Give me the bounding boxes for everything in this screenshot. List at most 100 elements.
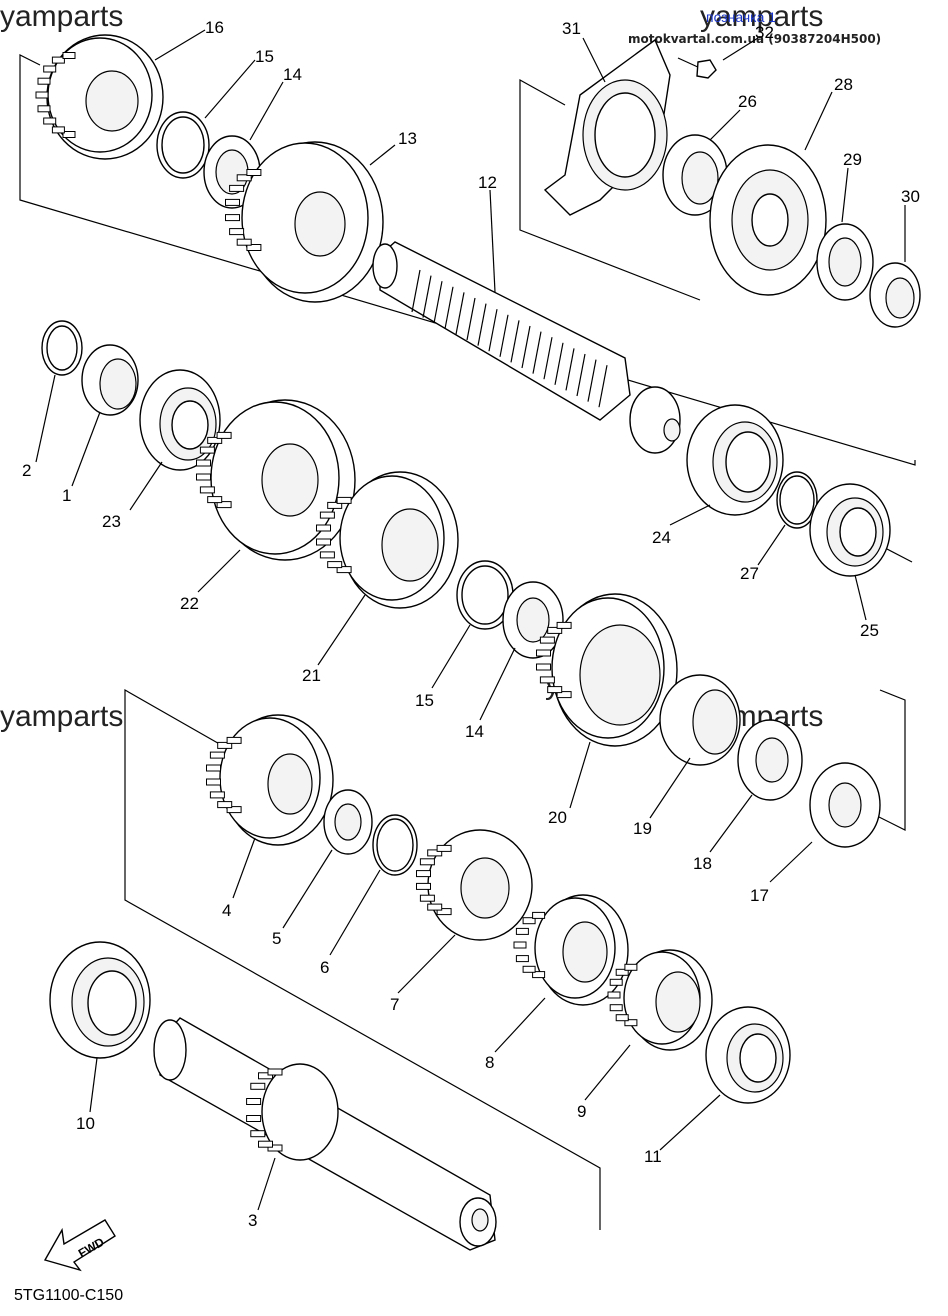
gear-tooth <box>515 927 529 935</box>
diagram-code: 5TG1100-C150 <box>14 1287 123 1304</box>
gear-tooth <box>229 184 245 192</box>
spline-line <box>543 337 553 380</box>
callout-28: 28 <box>834 75 853 94</box>
gear-tooth <box>319 511 335 519</box>
fwd-arrow-icon: FWD <box>43 1219 116 1272</box>
gear-tooth <box>624 1019 638 1027</box>
callout-3: 3 <box>248 1211 257 1230</box>
gear-tooth <box>206 764 221 772</box>
gear-tooth <box>427 903 443 911</box>
spline-line <box>598 365 608 408</box>
gear-tooth <box>250 1082 266 1090</box>
spline-line <box>499 314 509 357</box>
main-axle-12 <box>372 241 681 454</box>
collar-26 <box>662 134 728 216</box>
gear-tooth <box>316 538 331 546</box>
gear-tooth <box>267 1068 283 1076</box>
gear-tooth <box>43 117 57 125</box>
gear-tooth <box>609 978 623 986</box>
gear-tooth <box>416 882 431 890</box>
gear-tooth <box>207 496 223 504</box>
callout-14-lower: 14 <box>465 722 484 741</box>
callout-7: 7 <box>390 995 399 1014</box>
bushing-1 <box>81 344 139 416</box>
gear-tooth <box>609 1004 623 1012</box>
gear-tooth <box>35 91 49 99</box>
gear-tooth <box>532 911 546 919</box>
group-outline-upper <box>19 54 916 563</box>
bearing-plate-31 <box>543 38 671 216</box>
gear-tooth <box>43 65 57 73</box>
callout-22: 22 <box>180 594 199 613</box>
gear-tooth <box>246 169 262 176</box>
washer-18 <box>737 719 803 801</box>
gear-tooth <box>62 52 76 59</box>
gear-tooth <box>327 501 343 509</box>
gear-16 <box>35 34 164 160</box>
callout-10: 10 <box>76 1114 95 1133</box>
gear-20 <box>536 593 678 747</box>
gear-9 <box>607 949 713 1051</box>
gear-tooth <box>246 1115 262 1122</box>
callout-14: 14 <box>283 65 302 84</box>
callout-19: 19 <box>633 819 652 838</box>
gear-tooth <box>267 1144 283 1152</box>
sprocket-28 <box>709 144 827 296</box>
spline-line <box>444 286 454 329</box>
spline-line <box>488 309 498 352</box>
gear-tooth <box>209 791 225 799</box>
spline-line <box>521 325 531 369</box>
gear-tooth <box>513 941 527 949</box>
gear-tooth <box>522 917 536 925</box>
gear-tooth <box>624 963 638 971</box>
group-outline-middle <box>124 688 906 1230</box>
gear-tooth <box>539 636 555 644</box>
washer-14-lower <box>502 581 564 659</box>
gear-tooth <box>62 131 76 138</box>
gear-tooth <box>258 1140 273 1148</box>
spline-line <box>422 275 432 318</box>
gear-tooth <box>532 971 546 979</box>
callout-12: 12 <box>478 173 497 192</box>
callout-32: 32 <box>755 23 774 42</box>
gear-tooth <box>522 965 536 973</box>
bookmark-link[interactable]: позначка 1 <box>706 9 776 25</box>
spline-line <box>565 348 575 391</box>
circlip-6 <box>372 814 418 876</box>
gear-tooth <box>226 736 242 744</box>
bushing-19 <box>659 674 741 766</box>
gear-tooth <box>216 501 232 509</box>
gear-tooth <box>427 849 443 857</box>
gear-tooth <box>539 676 555 684</box>
spline-line <box>455 292 465 335</box>
o-ring-27 <box>776 471 818 529</box>
callout-23: 23 <box>102 512 121 531</box>
callout-31: 31 <box>562 19 581 38</box>
gear-tooth <box>319 551 335 559</box>
callout-5: 5 <box>272 929 281 948</box>
callout-21: 21 <box>302 666 321 685</box>
gear-tooth <box>206 778 221 786</box>
gear-13 <box>225 141 384 303</box>
gear-8 <box>513 894 629 1006</box>
callout-29: 29 <box>843 150 862 169</box>
spline-line <box>477 303 487 346</box>
bearing-23 <box>139 369 221 471</box>
callout-16: 16 <box>205 18 224 37</box>
callout-25: 25 <box>860 621 879 640</box>
gear-tooth <box>236 238 252 246</box>
gear-4 <box>206 714 334 846</box>
spline-line <box>576 353 586 397</box>
callout-20: 20 <box>548 808 567 827</box>
drive-axle-3 <box>153 1017 497 1251</box>
gear-tooth <box>436 908 452 916</box>
callouts: 1 2 3 4 5 6 7 8 9 10 11 12 13 14 15 16 1… <box>22 18 920 1230</box>
callout-4: 4 <box>222 901 231 920</box>
gear-tooth <box>51 126 65 134</box>
bearing-24 <box>686 404 784 516</box>
gear-tooth <box>515 955 529 963</box>
gear-tooth <box>419 894 435 902</box>
gear-tooth <box>199 446 215 454</box>
gear-tooth <box>199 486 215 494</box>
washer-5 <box>323 789 373 855</box>
